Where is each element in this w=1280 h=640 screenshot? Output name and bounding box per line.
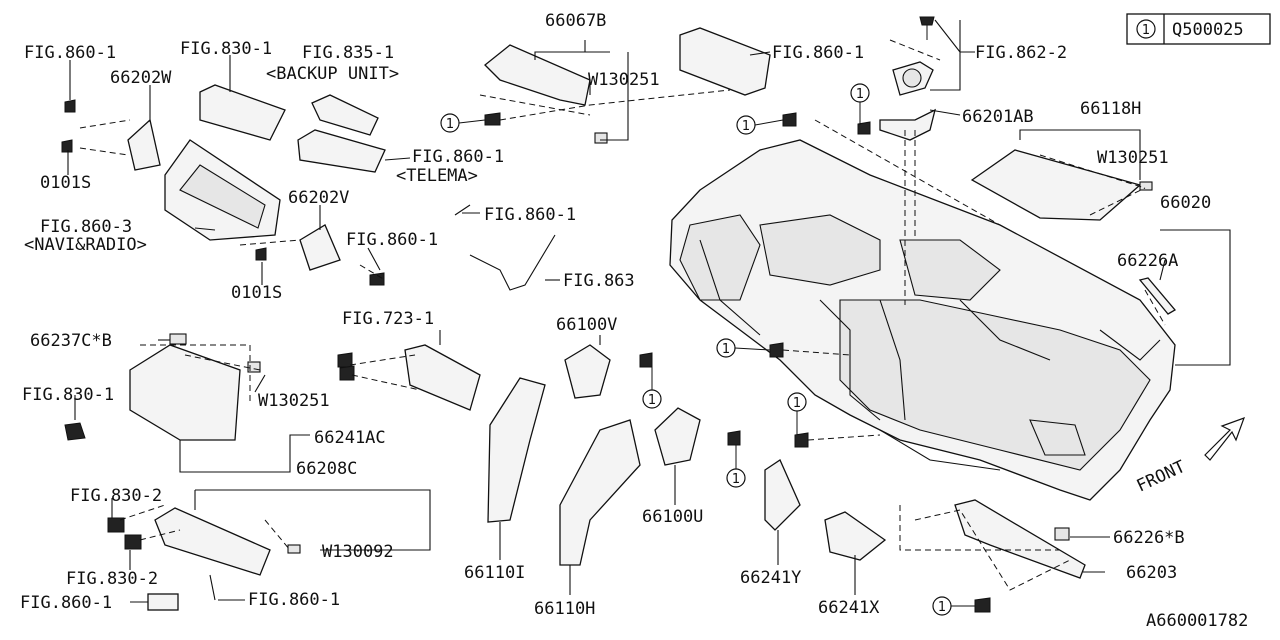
legend-symbol: 1 (1142, 23, 1150, 38)
panel-66241AC (129, 344, 241, 441)
label-fig860-1: FIG.860-1 (20, 593, 112, 613)
harness-fig863 (469, 234, 556, 291)
label-fig860-1: FIG.860-1 (412, 147, 504, 167)
panel-66241X (824, 511, 887, 561)
label-fig860-1: FIG.860-1 (24, 43, 116, 63)
svg-text:1: 1 (742, 119, 750, 134)
telema-unit (297, 129, 386, 173)
display-fig860 (679, 27, 771, 96)
label-fig860-1: FIG.860-1 (346, 230, 438, 250)
label-66118H: 66118H (1080, 99, 1141, 119)
label-66100U: 66100U (642, 507, 703, 527)
label-telema: <TELEMA> (396, 166, 478, 186)
bracket-66203 (954, 499, 1086, 579)
label-66202W: 66202W (110, 68, 172, 88)
label-fig863: FIG.863 (563, 271, 635, 291)
label-w130251: W130251 (258, 391, 330, 411)
svg-text:1: 1 (732, 472, 740, 487)
label-fig860-1: FIG.860-1 (484, 205, 576, 225)
svg-text:1: 1 (938, 600, 946, 615)
svg-text:1: 1 (648, 393, 656, 408)
bracket-66067B (484, 44, 591, 106)
trim-66110H (559, 419, 641, 566)
svg-text:1: 1 (446, 117, 454, 132)
label-fig860-1: FIG.860-1 (248, 590, 340, 610)
instrument-panel-66020 (669, 139, 1176, 501)
hvac-control-fig723 (404, 344, 481, 411)
legend-code: Q500025 (1172, 20, 1244, 40)
label-66201AB: 66201AB (962, 107, 1034, 127)
label-66208C: 66208C (296, 459, 357, 479)
label-fig860-1: FIG.860-1 (772, 43, 864, 63)
bracket-66202V (299, 224, 341, 271)
clip-66118H (1139, 181, 1153, 191)
label-fig830-2: FIG.830-2 (70, 486, 162, 506)
label-66110H: 66110H (534, 599, 595, 619)
label-w130251: W130251 (588, 70, 660, 90)
label-backup-unit: <BACKUP UNIT> (266, 64, 399, 84)
label-fig830-1: FIG.830-1 (180, 39, 272, 59)
label-66241AC: 66241AC (314, 428, 386, 448)
bracket-66100V (564, 344, 611, 399)
legend-box: 1 Q500025 (1126, 13, 1271, 45)
label-66237C-B: 66237C*B (30, 331, 112, 351)
trim-66110I (487, 377, 546, 523)
label-0101S: 0101S (231, 283, 282, 303)
callout-symbols: 1 1 1 1 1 1 1 1 (440, 83, 952, 616)
label-66020: 66020 (1160, 193, 1211, 213)
label-66226-B: 66226*B (1113, 528, 1185, 548)
front-arrow: FRONT (1134, 416, 1246, 497)
label-66226A: 66226A (1117, 251, 1178, 271)
label-fig723-1: FIG.723-1 (342, 309, 434, 329)
bracket-66201AB (879, 108, 936, 141)
label-fig835-1: FIG.835-1 (302, 43, 394, 63)
svg-text:1: 1 (722, 342, 730, 357)
bracket-66100U (654, 407, 701, 466)
label-w130251: W130251 (1097, 148, 1169, 168)
label-66110I: 66110I (464, 563, 525, 583)
bracket-66202W (127, 118, 161, 171)
label-w130092: W130092 (322, 542, 394, 562)
switch-panel-66208C (154, 507, 271, 576)
cover-66118H (970, 149, 1142, 221)
label-fig830-1: FIG.830-1 (22, 385, 114, 405)
label-66202V: 66202V (288, 188, 349, 208)
label-fig830-2: FIG.830-2 (66, 569, 158, 589)
label-fig860-3: FIG.860-3 (40, 217, 132, 237)
backup-unit (311, 94, 379, 136)
label-0101S: 0101S (40, 173, 91, 193)
label-66241X: 66241X (818, 598, 880, 618)
screw-fig862 (919, 16, 935, 26)
diagram-id: A660001782 (1146, 611, 1248, 631)
label-66241Y: 66241Y (740, 568, 801, 588)
svg-text:1: 1 (856, 87, 864, 102)
label-66203: 66203 (1126, 563, 1177, 583)
front-label: FRONT (1134, 457, 1189, 497)
unit-fig830 (199, 84, 286, 141)
label-fig862-2: FIG.862-2 (975, 43, 1067, 63)
svg-text:1: 1 (793, 396, 801, 411)
label-navi-radio: <NAVI&RADIO> (24, 235, 147, 255)
label-66100V: 66100V (556, 315, 617, 335)
label-66067B: 66067B (545, 11, 606, 31)
strip-66226A (1138, 277, 1176, 315)
panel-66241Y (764, 459, 801, 531)
switch-fig860 (147, 593, 179, 611)
